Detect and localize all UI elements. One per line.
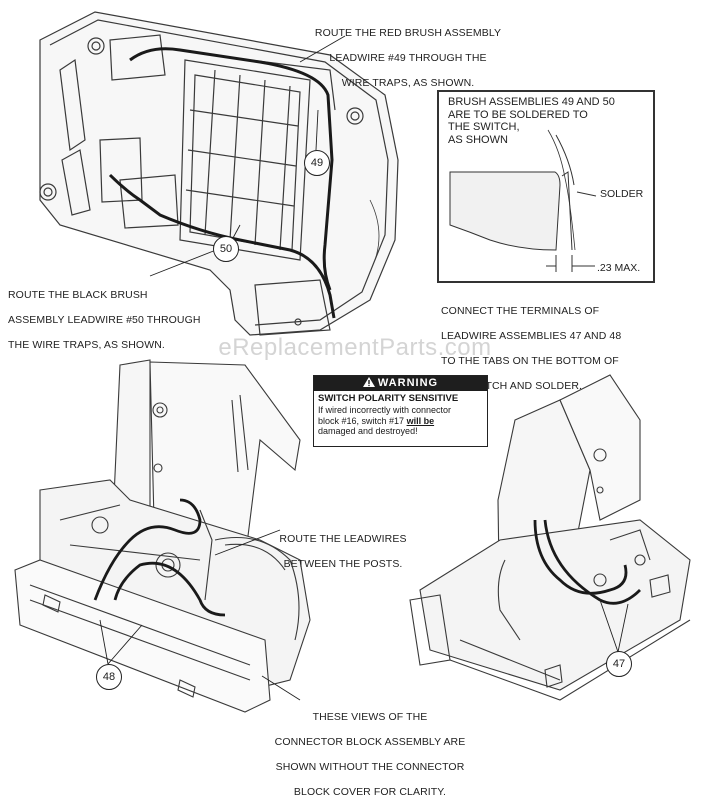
warning-heading: WARNING xyxy=(314,376,487,391)
connector-block-left-view xyxy=(14,359,311,713)
motor-housing-top-view xyxy=(39,11,399,336)
note-connect-terminals: CONNECT THE TERMINALS OF LEADWIRE ASSEMB… xyxy=(441,304,622,392)
max-dimension-label: .23 MAX. xyxy=(597,262,641,274)
solder-label: SOLDER xyxy=(600,188,644,200)
callout-47: 47 xyxy=(606,651,632,677)
leader-lines-top xyxy=(149,35,346,277)
leader-lines-left xyxy=(99,529,301,701)
assembly-diagram xyxy=(14,11,691,713)
callout-50: 50 xyxy=(213,236,239,262)
leadwire-48-left xyxy=(93,498,226,617)
solder-detail-text: BRUSH ASSEMBLIES 49 AND 50 ARE TO BE SOL… xyxy=(448,96,615,146)
warning-triangle-icon xyxy=(362,377,375,387)
leadwire-47-right xyxy=(533,519,641,605)
note-route-between-posts: ROUTE THE LEADWIRES BETWEEN THE POSTS. xyxy=(279,532,407,570)
note-views-without-cover: THESE VIEWS OF THE CONNECTOR BLOCK ASSEM… xyxy=(274,710,466,798)
callout-49: 49 xyxy=(304,150,330,176)
warning-body: If wired incorrectly with connector bloc… xyxy=(318,405,452,436)
watermark: eReplacementParts.com xyxy=(218,334,492,361)
note-route-red-leadwire: ROUTE THE RED BRUSH ASSEMBLY LEADWIRE #4… xyxy=(314,26,502,89)
leadwire-49 xyxy=(129,47,334,291)
callout-48: 48 xyxy=(96,664,122,690)
solder-detail-frame xyxy=(437,90,655,283)
solder-detail-drawing xyxy=(449,129,597,272)
warning-title: SWITCH POLARITY SENSITIVE xyxy=(318,393,459,404)
note-route-black-leadwire: ROUTE THE BLACK BRUSH ASSEMBLY LEADWIRE … xyxy=(8,288,201,351)
warning-box: WARNING SWITCH POLARITY SENSITIVE If wir… xyxy=(313,375,488,447)
leadwire-50 xyxy=(108,173,336,319)
leader-lines-right xyxy=(599,599,629,653)
